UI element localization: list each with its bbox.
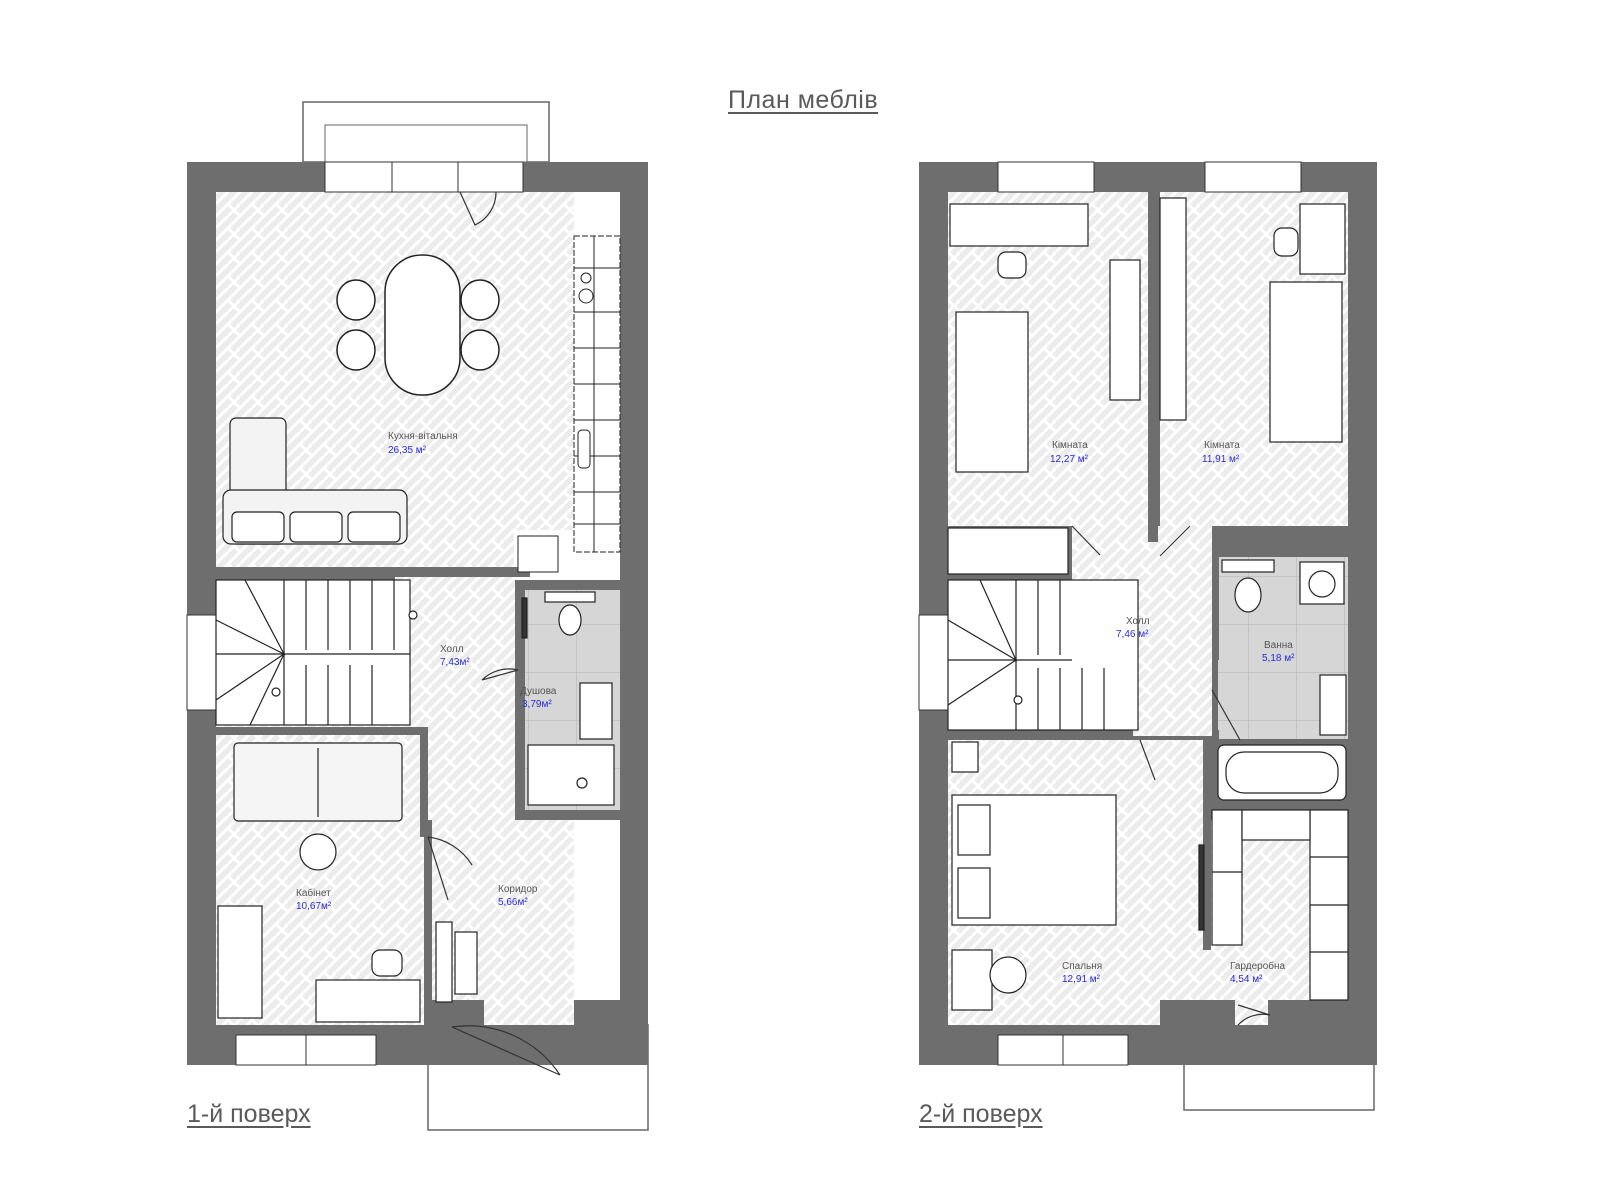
room-area-hall-1: 7,43м² — [440, 657, 470, 668]
room-label-hall-1: Холл — [440, 644, 464, 655]
room-label-kitchen: Кухня-вітальня — [388, 431, 458, 442]
room-area-office: 10,67м² — [296, 901, 332, 912]
room-area-wardrobe: 4,54 м² — [1230, 974, 1263, 985]
floor-1-plan: Кухня-вітальня 26,35 м² Холл 7,43м² Душо… — [186, 101, 649, 1131]
room-area-kitchen: 26,35 м² — [388, 445, 427, 456]
room-label-room-1: Кімната — [1052, 440, 1088, 451]
room-label-bath: Ванна — [1264, 640, 1293, 651]
room-area-hall-2: 7,46 м² — [1116, 629, 1149, 640]
room-area-bedroom: 12,91 м² — [1062, 974, 1101, 985]
room-label-shower: Душова — [520, 686, 557, 697]
room-area-room-1: 12,27 м² — [1050, 454, 1089, 465]
floor-2-label: 2-й поверх — [919, 1100, 1043, 1128]
room-area-shower: 3,79м² — [522, 699, 552, 710]
room-label-wardrobe: Гардеробна — [1230, 960, 1286, 972]
room-label-bedroom: Спальня — [1062, 961, 1102, 972]
room-label-room-2: Кімната — [1204, 440, 1240, 451]
floor-1-label: 1-й поверх — [187, 1100, 311, 1128]
page-title: План меблів — [728, 86, 879, 114]
room-area-corridor: 5,66м² — [498, 897, 528, 908]
room-label-hall-2: Холл — [1126, 616, 1150, 627]
room-label-corridor: Коридор — [498, 884, 538, 895]
room-area-bath: 5,18 м² — [1262, 653, 1295, 664]
room-label-office: Кабінет — [296, 887, 331, 899]
floor-2-plan: Кімната 12,27 м² Кімната 11,91 м² Холл 7… — [918, 161, 1377, 1111]
room-area-room-2: 11,91 м² — [1202, 454, 1240, 465]
